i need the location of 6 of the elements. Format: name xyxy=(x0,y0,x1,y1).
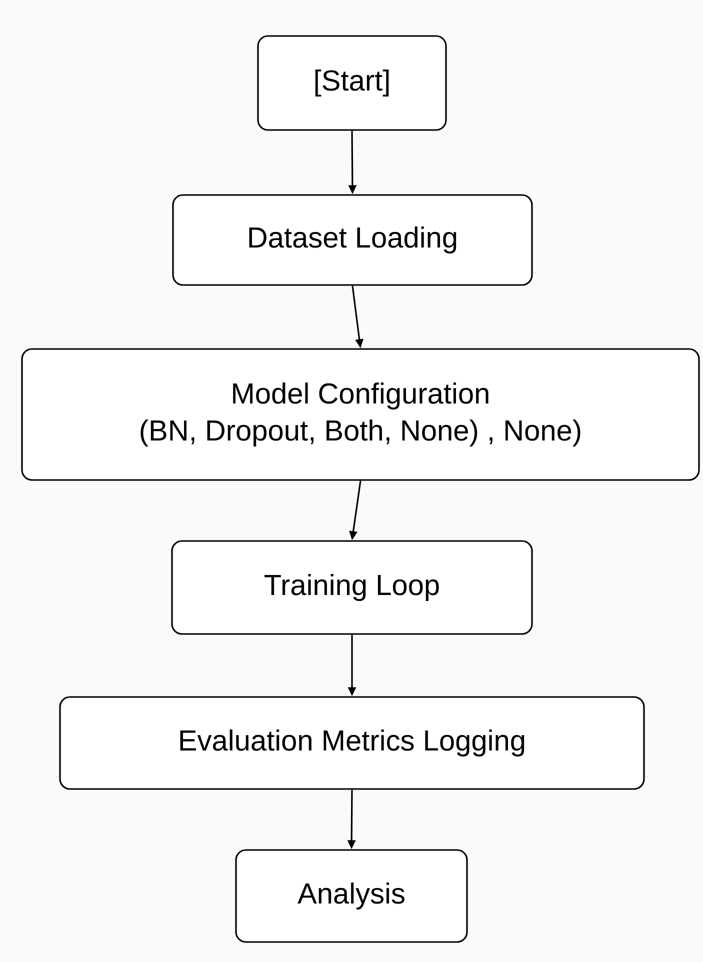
process-box: Model Configuration (BN, Dropout, Both, None) , None) xyxy=(21,348,700,481)
process-box: Evaluation Metrics Logging xyxy=(59,696,645,790)
process-box: [Start] xyxy=(257,35,447,131)
process-box: Analysis xyxy=(235,849,468,943)
process-box: Training Loop xyxy=(171,540,533,635)
process-box: Dataset Loading xyxy=(172,194,533,286)
